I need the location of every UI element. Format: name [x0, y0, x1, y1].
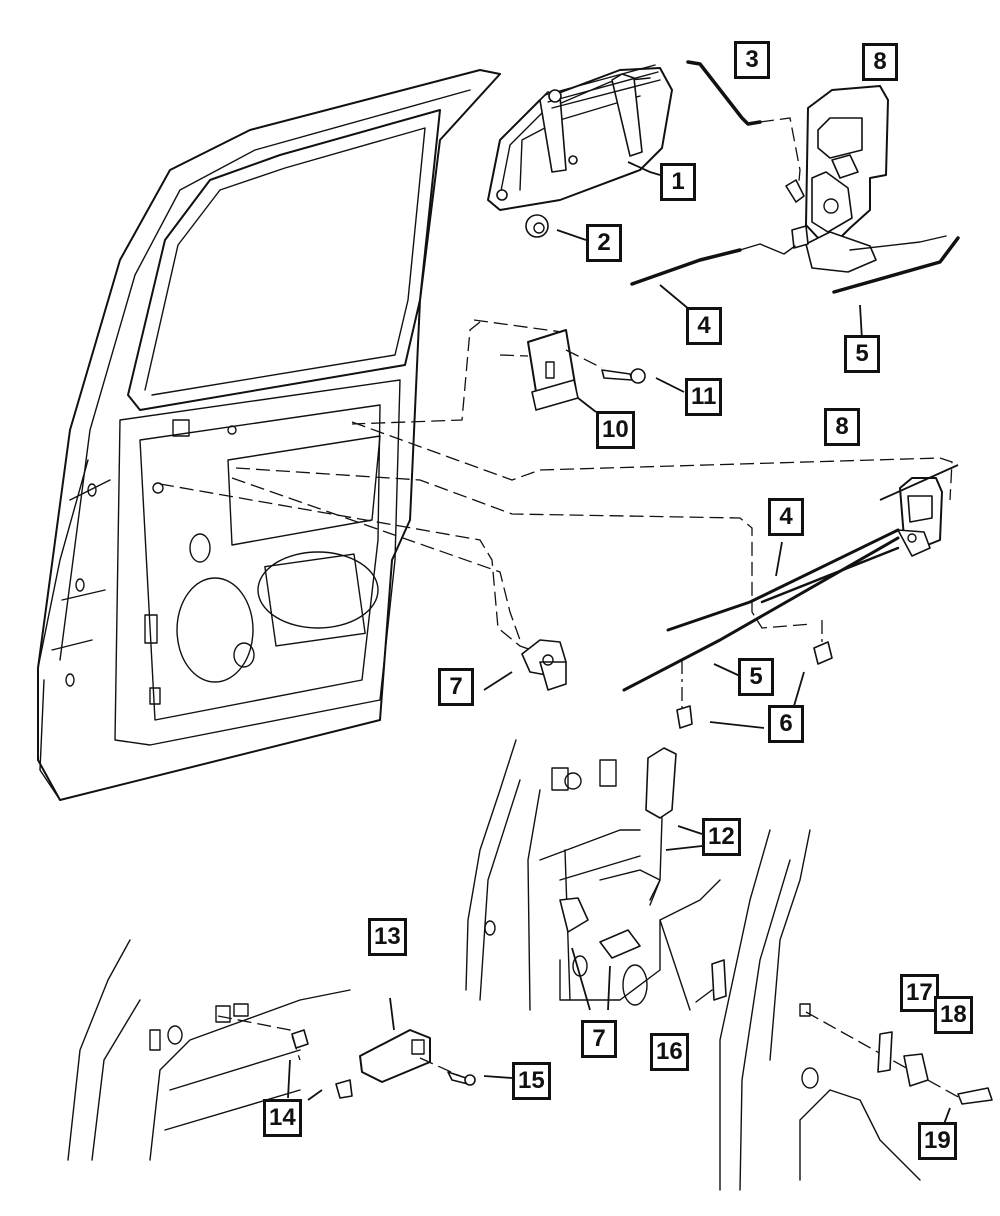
callout-1: 1	[660, 163, 696, 201]
bracket-plate	[473, 319, 603, 413]
striker-view	[719, 829, 993, 1191]
rear-door-view	[67, 939, 513, 1161]
callout-2: 2	[586, 224, 622, 262]
door-panel	[37, 69, 501, 801]
callout-14: 14	[263, 1099, 302, 1137]
routing-lines	[159, 321, 953, 710]
callout-16: 16	[650, 1033, 689, 1071]
callout-5-lower: 5	[738, 658, 774, 696]
callout-7-lower: 7	[581, 1020, 617, 1058]
screw	[601, 368, 685, 393]
callout-4-lower: 4	[768, 498, 804, 536]
callout-19: 19	[918, 1122, 957, 1160]
callout-11: 11	[685, 378, 723, 416]
inside-handle	[483, 639, 567, 691]
callout-4-upper: 4	[686, 307, 722, 345]
handle-to-latch-rod	[686, 60, 801, 193]
callout-15: 15	[512, 1062, 551, 1100]
callout-6: 6	[768, 705, 804, 743]
callout-12: 12	[702, 818, 741, 856]
callout-8-upper: 8	[862, 43, 898, 81]
callout-10: 10	[596, 411, 635, 449]
callout-5-upper: 5	[844, 335, 880, 373]
rod-clips	[676, 641, 833, 729]
door-latch	[622, 464, 959, 692]
door-latch-upper	[739, 85, 889, 273]
handle-nut	[525, 214, 587, 241]
callout-8-lower: 8	[824, 408, 860, 446]
callout-17: 17	[900, 974, 939, 1012]
callout-3: 3	[734, 41, 770, 79]
callout-7-upper: 7	[438, 668, 474, 706]
latch-rods-upper	[630, 235, 960, 341]
door-pillar-view	[465, 739, 727, 1011]
outside-door-handle	[487, 64, 673, 211]
callout-13: 13	[368, 918, 407, 956]
callout-18: 18	[934, 996, 973, 1034]
